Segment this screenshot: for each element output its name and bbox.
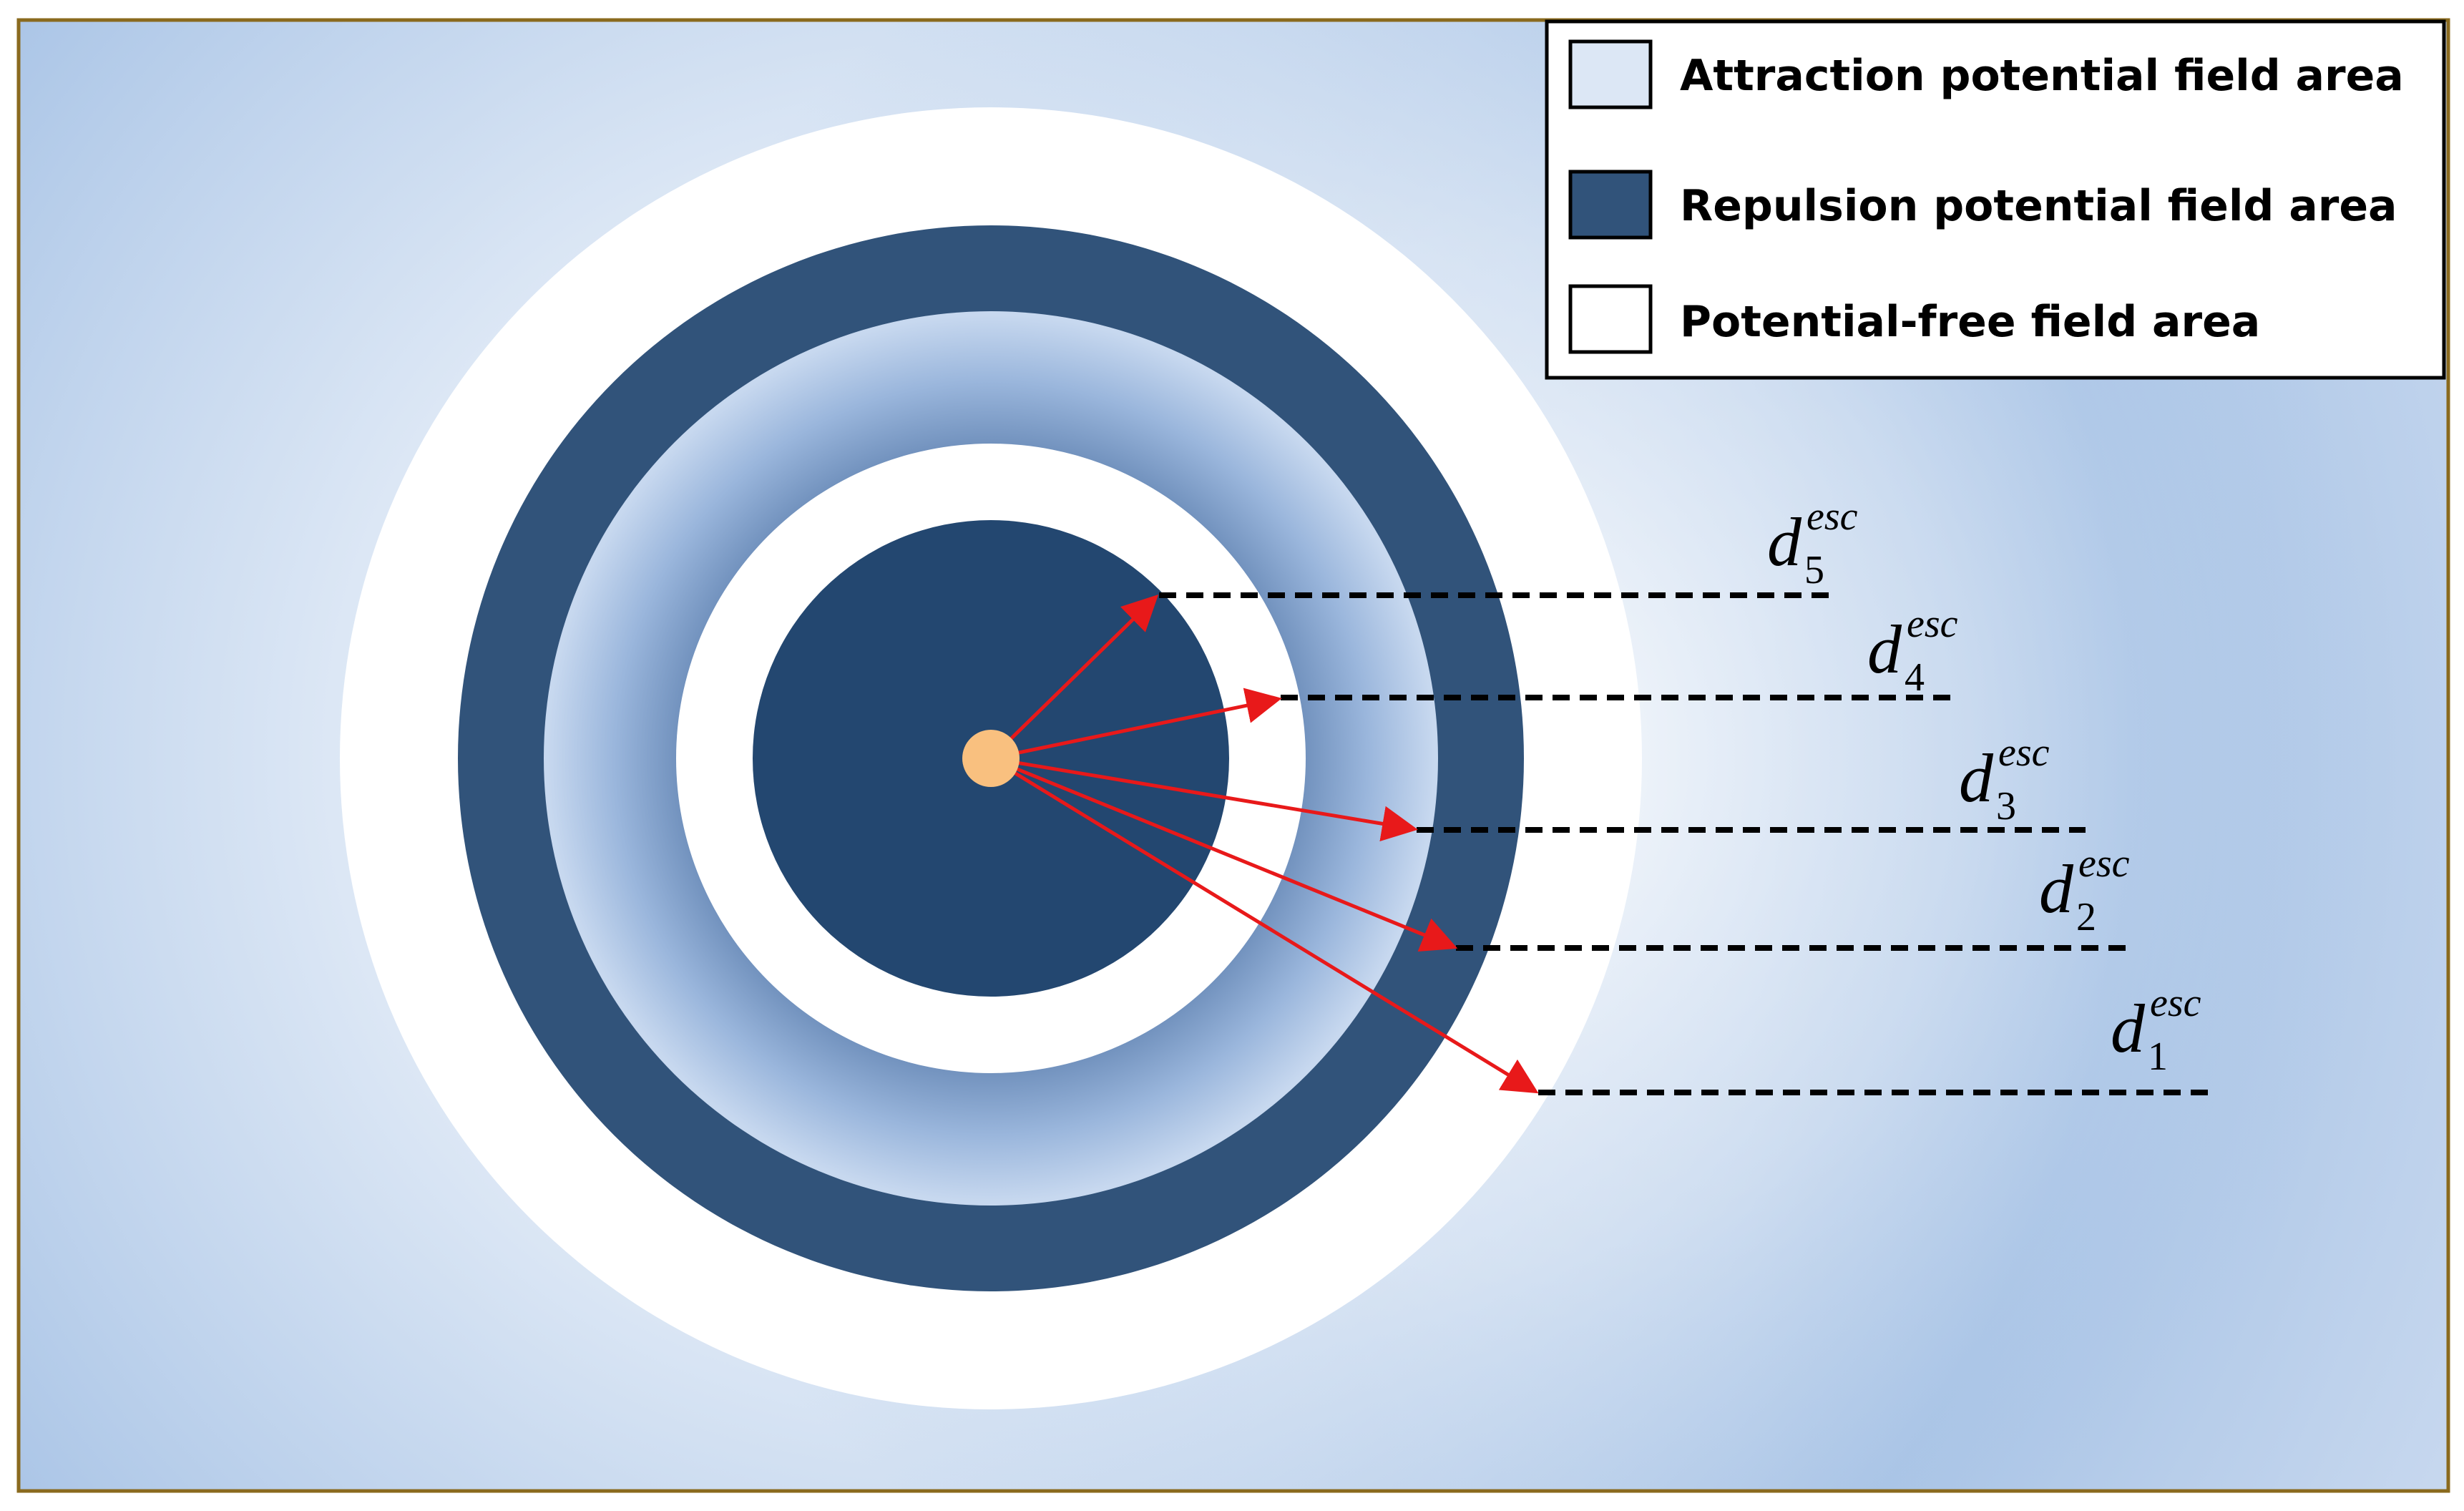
legend-box (1545, 19, 2446, 380)
label-symbol: d (1767, 504, 1802, 580)
frame-border (16, 18, 2450, 1493)
label-symbol: d (1867, 611, 1902, 688)
distance-label-3: d 3 esc (1959, 730, 2050, 828)
distance-label-4: d 4 esc (1867, 602, 1958, 700)
escape-vector-1 (989, 756, 1539, 1094)
escape-vector-5 (989, 595, 1159, 760)
legend-label-repulsion: Repulsion potential field area (1680, 181, 2397, 231)
label-superscript: esc (1807, 494, 1858, 539)
legend: Attraction potential field area Repulsio… (1545, 19, 2446, 380)
escape-vector-2 (990, 756, 1458, 952)
legend-swatch-repulsion (1568, 170, 1653, 240)
robot-position-dot (962, 730, 1020, 787)
legend-swatch-potential-free (1568, 284, 1653, 354)
label-superscript: esc (2150, 981, 2201, 1025)
svg-text:d: d (1959, 740, 1994, 816)
label-symbol: d (2111, 990, 2146, 1067)
label-subscript: 4 (1905, 655, 1925, 700)
legend-label-attraction: Attraction potential field area (1680, 51, 2404, 101)
svg-text:d: d (2039, 851, 2074, 927)
legend-label-potential-free: Potential-free field area (1680, 297, 2260, 347)
label-symbol: d (2039, 851, 2074, 927)
escape-vector-3 (990, 756, 1418, 842)
label-superscript: esc (1998, 730, 2050, 775)
label-superscript: esc (2078, 841, 2130, 886)
label-symbol: d (1959, 740, 1994, 816)
label-subscript: 1 (2148, 1035, 2168, 1079)
legend-swatch-attraction (1568, 39, 1653, 109)
svg-text:d: d (1767, 504, 1802, 580)
escape-vector-4 (990, 688, 1282, 761)
svg-text:d: d (1867, 611, 1902, 688)
label-subscript: 3 (1996, 784, 2016, 828)
label-subscript: 2 (2076, 895, 2096, 939)
label-superscript: esc (1907, 602, 1958, 646)
svg-text:d: d (2111, 990, 2146, 1067)
distance-label-2: d 2 esc (2039, 841, 2130, 939)
label-subscript: 5 (1804, 548, 1824, 592)
distance-label-5: d 5 esc (1767, 494, 1858, 592)
distance-label-1: d 1 esc (2111, 981, 2201, 1079)
